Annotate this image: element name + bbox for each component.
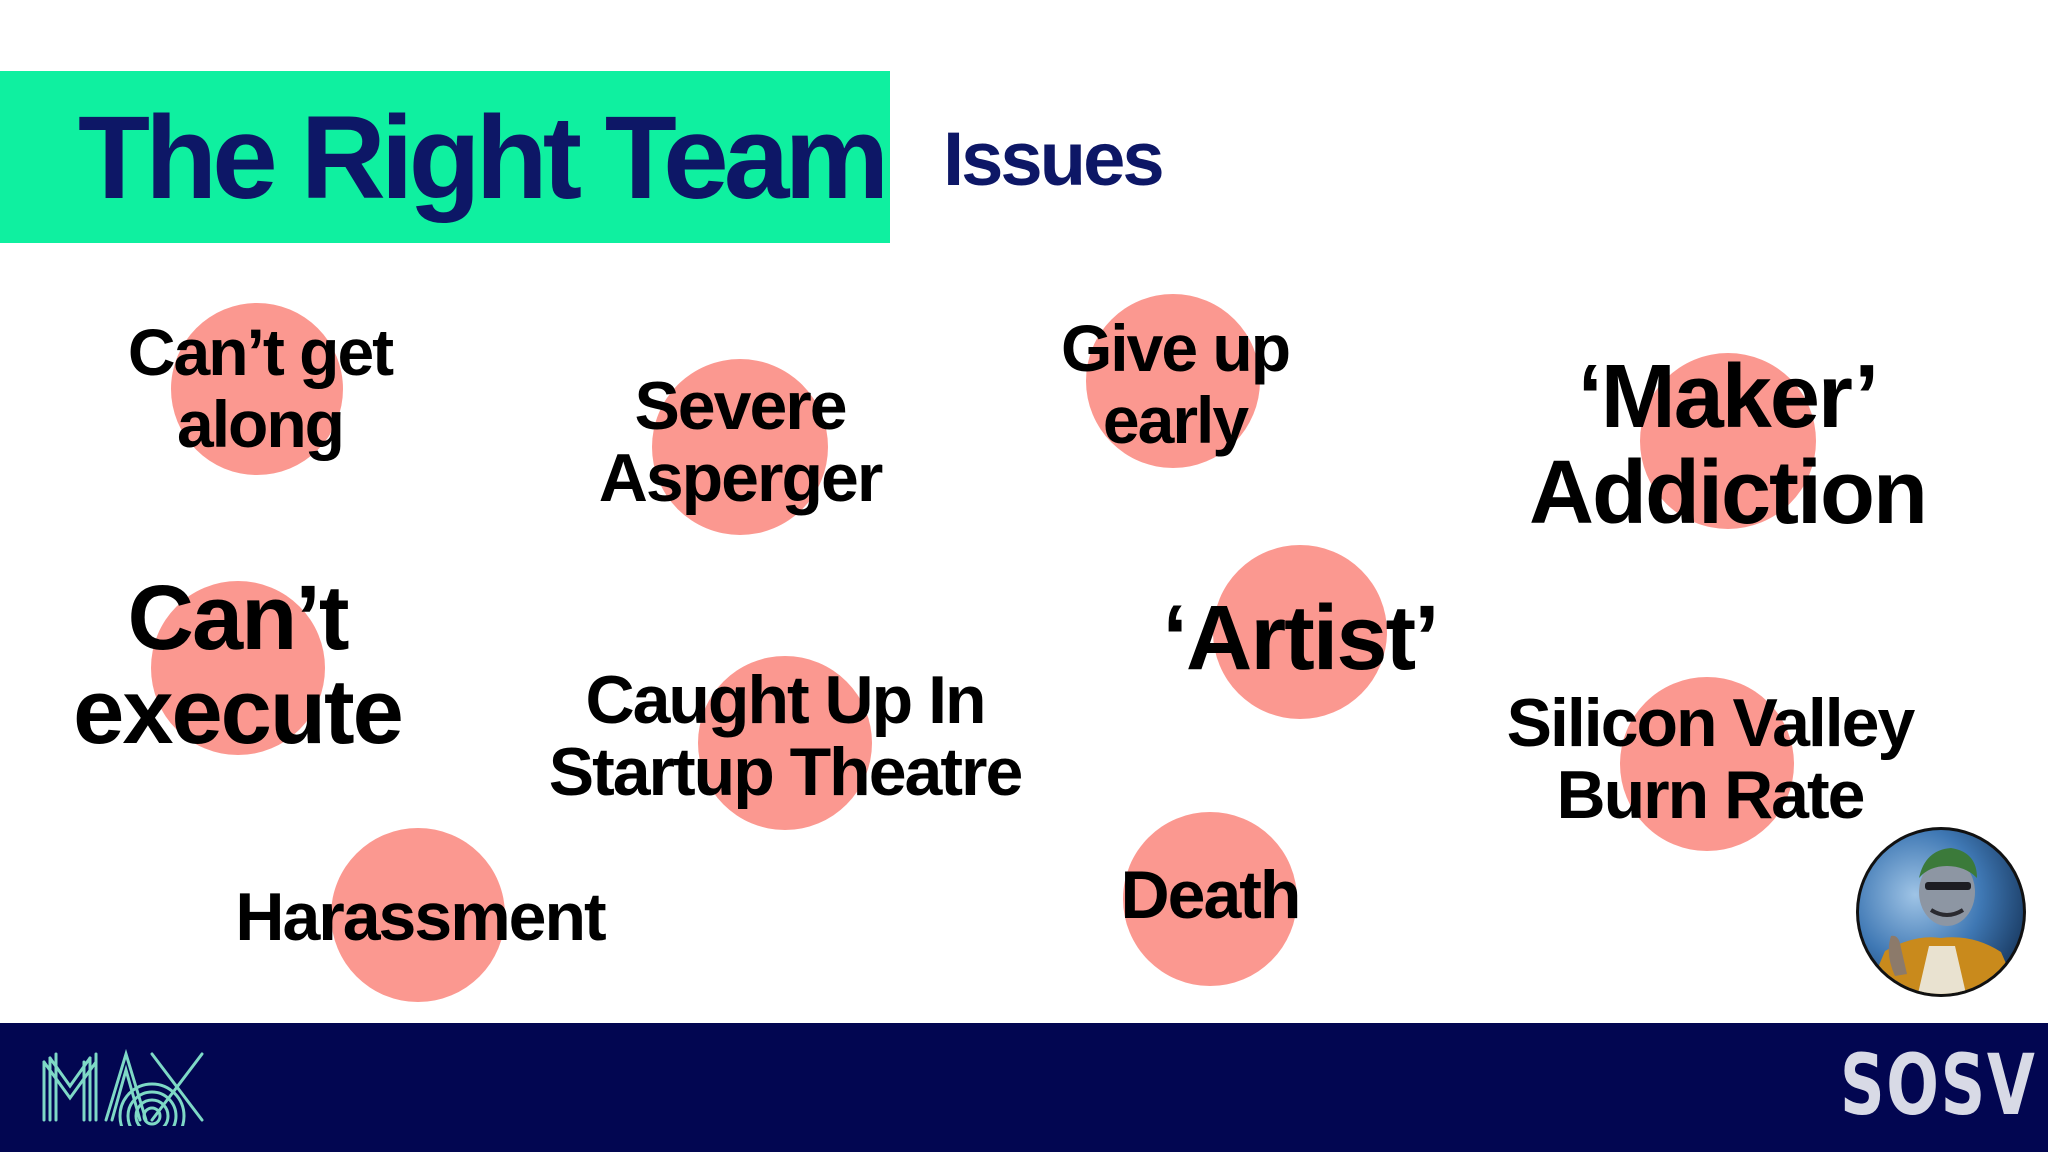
issue-line: ‘Maker’ xyxy=(1577,347,1880,447)
issue-circle xyxy=(1639,353,1816,529)
issue-line: Severe xyxy=(634,368,847,444)
issue-label: Silicon Valley Burn Rate xyxy=(1460,683,1960,831)
issue-line: Harassment xyxy=(235,879,606,955)
issue-label: ‘Artist’ xyxy=(1120,578,1480,698)
issue-label: Caught Up In Startup Theatre xyxy=(510,660,1060,808)
issue-label: Severe Asperger xyxy=(580,366,900,514)
issue-burn-rate: Silicon Valley Burn Rate xyxy=(1460,677,1960,851)
issue-line: Can’t get xyxy=(127,315,394,389)
issue-cant-get-along: Can’t get along xyxy=(100,303,420,475)
issue-circle xyxy=(1086,294,1260,468)
issue-line: along xyxy=(177,387,345,461)
issue-circle xyxy=(1213,545,1387,719)
issue-line: Asperger xyxy=(598,440,884,516)
issue-line: Startup Theatre xyxy=(548,734,1024,810)
issue-label: Give up early xyxy=(1015,308,1335,456)
issue-circle xyxy=(652,359,828,535)
issue-line: Give up xyxy=(1060,311,1291,385)
issue-line: Death xyxy=(1120,857,1302,933)
issue-line: Caught Up In xyxy=(585,662,986,738)
issue-caught-up: Caught Up In Startup Theatre xyxy=(510,656,1060,830)
issue-line: Addiction xyxy=(1529,443,1928,543)
issue-give-up-early: Give up early xyxy=(1015,294,1335,468)
issue-line: early xyxy=(1102,383,1249,457)
issue-line: Burn Rate xyxy=(1556,757,1866,833)
issue-cant-execute: Can’t execute xyxy=(50,567,425,759)
issue-circle xyxy=(1620,677,1794,851)
slide-title: The Right Team xyxy=(78,92,889,224)
issue-severe-asperger: Severe Asperger xyxy=(580,359,900,535)
issue-line: Can’t xyxy=(127,567,350,669)
issue-death: Death xyxy=(1080,812,1340,986)
issue-circle xyxy=(171,303,343,475)
issue-circle xyxy=(150,581,325,755)
footer-bar xyxy=(0,1023,2048,1152)
issue-line: execute xyxy=(73,661,404,763)
slide-subtitle: Issues xyxy=(943,117,1165,202)
title-banner xyxy=(0,71,890,243)
issue-circle xyxy=(698,656,872,830)
issue-label: Can’t execute xyxy=(50,567,425,759)
issue-maker-addiction: ‘Maker’ Addiction xyxy=(1480,345,1975,545)
issue-label: ‘Maker’ Addiction xyxy=(1480,345,1975,541)
issue-label: Death xyxy=(1080,850,1340,940)
issue-harassment: Harassment xyxy=(200,828,640,1002)
issue-circle xyxy=(331,828,505,1002)
sosv-logo: SOSV xyxy=(1840,1036,2037,1134)
issue-line: ‘Artist’ xyxy=(1162,587,1439,689)
issue-line: Silicon Valley xyxy=(1506,685,1916,761)
presenter-avatar-icon xyxy=(1856,827,2026,997)
issue-label: Can’t get along xyxy=(100,310,420,460)
issue-label: Harassment xyxy=(200,872,640,962)
issue-circle xyxy=(1123,812,1297,986)
issue-artist: ‘Artist’ xyxy=(1120,545,1480,719)
max-logo xyxy=(42,1048,204,1126)
